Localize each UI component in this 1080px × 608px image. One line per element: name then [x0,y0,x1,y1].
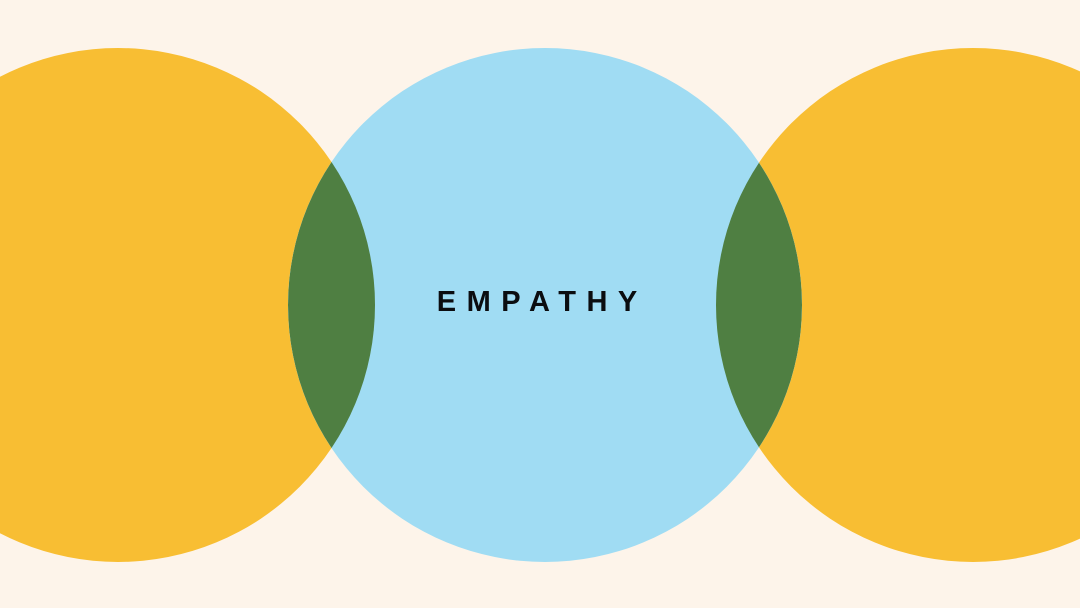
center-blue-circle [288,48,802,562]
right-yellow-circle [716,48,1080,562]
circles-group [0,48,1080,562]
left-yellow-circle [0,48,375,562]
